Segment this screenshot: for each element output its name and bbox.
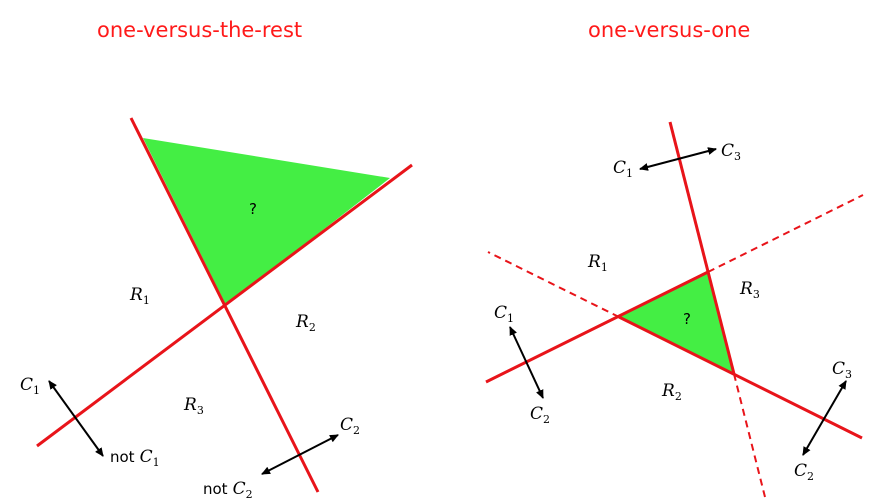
boundary-c2-c3-solid [618, 315, 863, 440]
title-one-versus-one: one-versus-one [588, 18, 751, 42]
region-label-right-r1: R1 [587, 252, 608, 274]
boundary-c2-c3-dashed [487, 251, 620, 318]
label-c1-right: C1 [494, 303, 514, 325]
ambiguous-region-left [143, 138, 390, 305]
boundary-c1-c2-dashed [707, 194, 864, 273]
label-c1-top: C1 [613, 158, 633, 180]
arrow-c1-c3 [639, 147, 717, 171]
label-c1-left: C1 [20, 375, 40, 397]
label-c2-bottom: C2 [794, 461, 814, 483]
arrow-c2-not-c2 [261, 434, 339, 475]
ambiguous-region-right [619, 272, 734, 374]
region-label-right-r2: R2 [661, 381, 682, 403]
title-one-versus-the-rest: one-versus-the-rest [97, 18, 303, 42]
question-mark-left: ? [249, 200, 257, 218]
right-panel: ? R1 R2 R3 C1 C3 C1 C2 C3 C2 [485, 121, 864, 498]
arrow-c1-c2 [509, 326, 544, 399]
label-c3-bottom: C3 [832, 359, 852, 381]
region-label-right-r3: R3 [739, 279, 760, 301]
region-label-left-r3: R3 [183, 395, 204, 417]
arrow-c3-c2 [802, 380, 847, 456]
question-mark-right: ? [683, 310, 691, 328]
label-c2-right: C2 [530, 404, 550, 426]
region-label-left-r2: R2 [295, 312, 316, 334]
boundary-c1-c3-dashed [733, 373, 766, 498]
label-c2-left: C2 [340, 415, 360, 437]
arrow-c1-not-c1 [48, 380, 104, 457]
region-label-left-r1: R1 [129, 285, 150, 307]
label-c3-top: C3 [721, 141, 741, 163]
